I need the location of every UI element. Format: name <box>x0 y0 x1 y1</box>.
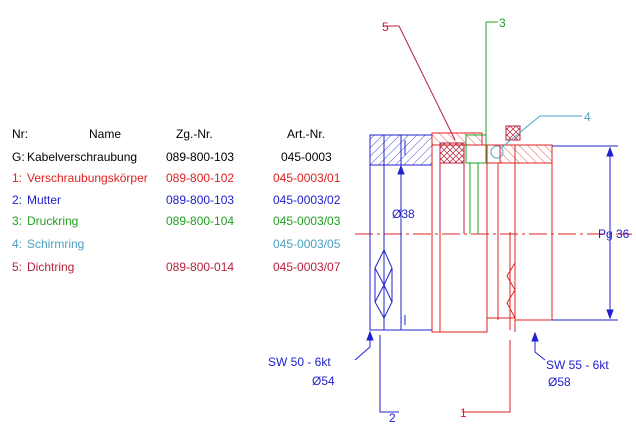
row-art-nr: 045-0003/03 <box>273 214 341 228</box>
dim-d54-label: Ø54 <box>312 374 335 388</box>
part-4-shield-ring <box>490 145 504 159</box>
callout-4-label: 4 <box>584 110 591 124</box>
row-zg-nr: 089-800-014 <box>166 260 235 274</box>
row-art-nr: 045-0003/07 <box>273 260 341 274</box>
part-1-body <box>431 132 553 333</box>
dim-d58-label: Ø58 <box>548 375 571 389</box>
dim-nut <box>354 330 374 361</box>
dim-thread-label: Pg 36 <box>598 227 630 241</box>
row-name: Mutter <box>27 193 62 207</box>
body-section-hatch <box>499 144 553 164</box>
callout-5-label: 5 <box>382 20 389 34</box>
header-art-nr: Art.-Nr. <box>287 127 325 141</box>
row-name: Dichtring <box>27 260 75 274</box>
row-name: Druckring <box>27 214 79 228</box>
row-nr: 3: <box>12 214 23 228</box>
row-art-nr: 045-0003/02 <box>273 193 341 207</box>
row-zg-nr: 089-800-102 <box>166 171 235 185</box>
dim-sw55-label: SW 55 - 6kt <box>546 358 609 372</box>
callout-2-label: 2 <box>389 411 396 425</box>
header-zg-nr: Zg.-Nr. <box>176 127 213 141</box>
row-art-nr: 045-0003/01 <box>273 171 341 185</box>
part-5-sealing-ring <box>439 142 465 164</box>
header-name: Name <box>89 127 122 141</box>
row-zg-nr: 089-800-104 <box>166 214 235 228</box>
dim-bore <box>397 164 405 230</box>
row-art-nr: 045-0003 <box>281 150 332 164</box>
callout-1-label: 1 <box>460 406 467 420</box>
row-nr: 2: <box>12 193 23 207</box>
row-nr: G: <box>12 150 25 164</box>
row-nr: 1: <box>12 171 23 185</box>
row-nr: 5: <box>12 260 23 274</box>
header-nr: Nr: <box>12 127 28 141</box>
dim-bore-label: Ø38 <box>392 207 415 221</box>
leader-5 <box>383 25 456 141</box>
row-nr: 4: <box>12 237 23 251</box>
leader-1 <box>462 340 511 413</box>
row-name: Schirmring <box>27 237 85 251</box>
dim-thread <box>552 145 618 321</box>
leader-4 <box>500 115 582 149</box>
row-name: Kabelverschraubung <box>27 150 138 164</box>
leader-2 <box>379 335 399 413</box>
dim-sw50-label: SW 50 - 6kt <box>268 355 331 369</box>
row-zg-nr: 089-800-103 <box>166 150 235 164</box>
part-3-pressure-ring <box>465 22 487 234</box>
row-zg-nr: 089-800-103 <box>166 193 235 207</box>
part-2-nut <box>369 134 433 331</box>
row-art-nr: 045-0003/05 <box>273 237 341 251</box>
row-name: Verschraubungskörper <box>27 171 148 185</box>
dim-body <box>531 331 546 361</box>
callout-3-label: 3 <box>499 16 506 30</box>
